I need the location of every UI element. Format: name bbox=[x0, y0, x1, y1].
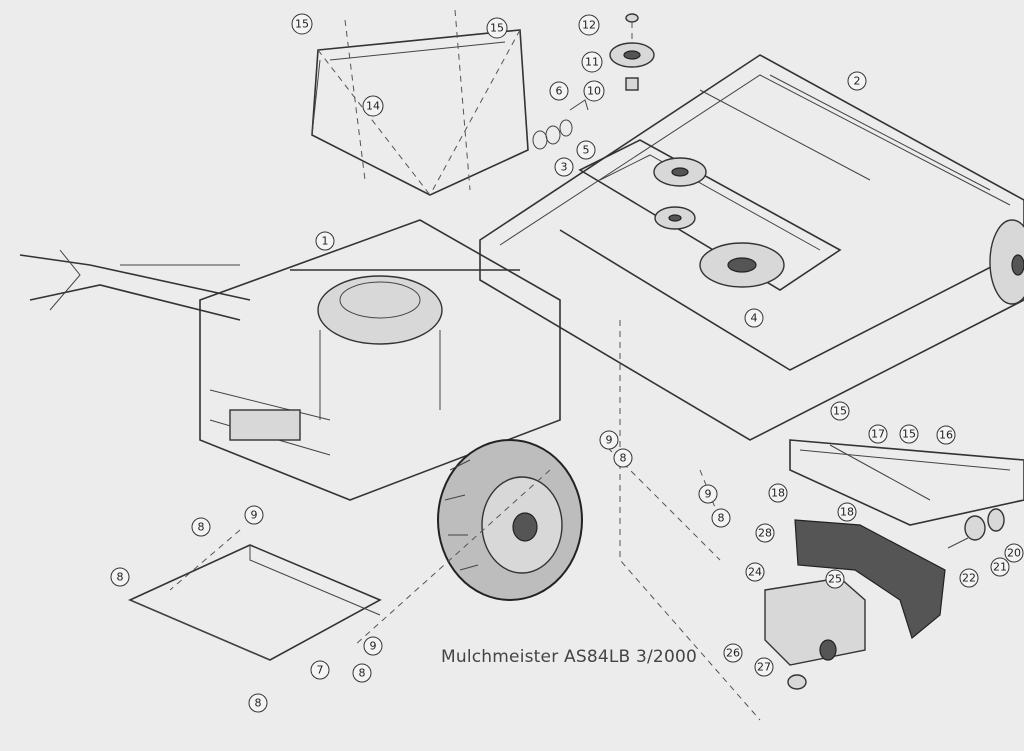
svg-text:5: 5 bbox=[583, 144, 590, 157]
svg-text:28: 28 bbox=[758, 527, 772, 540]
drive-wheel bbox=[437, 439, 583, 601]
svg-text:4: 4 bbox=[751, 312, 758, 325]
svg-text:1: 1 bbox=[322, 235, 329, 248]
muffler bbox=[764, 577, 866, 690]
bottom-plate bbox=[128, 544, 382, 661]
callout-8-plate-bottom: 8 bbox=[248, 693, 268, 713]
svg-text:22: 22 bbox=[962, 572, 976, 585]
callout-27: 27 bbox=[754, 657, 774, 677]
cover-panel bbox=[311, 9, 529, 196]
svg-text:6: 6 bbox=[556, 85, 563, 98]
callout-8-plate-right: 8 bbox=[352, 663, 372, 683]
svg-text:9: 9 bbox=[370, 640, 377, 653]
callout-2: 2 bbox=[847, 71, 867, 91]
callout-25: 25 bbox=[825, 569, 845, 589]
callout-22: 22 bbox=[959, 568, 979, 588]
right-hardware bbox=[947, 508, 1005, 549]
svg-text:9: 9 bbox=[251, 509, 258, 522]
svg-text:14: 14 bbox=[366, 100, 380, 113]
svg-text:15: 15 bbox=[833, 405, 847, 418]
diagram-caption: Mulchmeister AS84LB 3/2000 bbox=[441, 647, 697, 667]
callout-15-side-a: 15 bbox=[830, 401, 850, 421]
svg-text:8: 8 bbox=[198, 521, 205, 534]
svg-text:8: 8 bbox=[117, 571, 124, 584]
callout-3: 3 bbox=[554, 157, 574, 177]
svg-text:12: 12 bbox=[582, 19, 596, 32]
callout-24: 24 bbox=[745, 562, 765, 582]
svg-text:15: 15 bbox=[295, 18, 309, 31]
svg-text:8: 8 bbox=[718, 512, 725, 525]
svg-text:11: 11 bbox=[585, 56, 599, 69]
callout-14: 14 bbox=[362, 95, 384, 117]
svg-text:9: 9 bbox=[606, 434, 613, 447]
svg-text:7: 7 bbox=[317, 664, 324, 677]
deck-roller bbox=[989, 219, 1024, 305]
callout-28: 28 bbox=[755, 523, 775, 543]
callout-20: 20 bbox=[1004, 543, 1024, 563]
svg-text:2: 2 bbox=[854, 75, 861, 88]
callout-12: 12 bbox=[578, 14, 600, 36]
callout-15-side-b: 15 bbox=[899, 424, 919, 444]
svg-text:26: 26 bbox=[726, 647, 740, 660]
callout-5: 5 bbox=[576, 140, 596, 160]
callout-18-b: 18 bbox=[837, 502, 857, 522]
callout-8-plate-left: 8 bbox=[110, 567, 130, 587]
svg-text:16: 16 bbox=[939, 429, 953, 442]
callout-9-plate-top: 9 bbox=[244, 505, 264, 525]
callout-6: 6 bbox=[549, 81, 569, 101]
svg-text:15: 15 bbox=[490, 22, 504, 35]
mower-deck bbox=[479, 54, 1024, 441]
deck-pulleys bbox=[653, 157, 785, 288]
svg-text:17: 17 bbox=[871, 428, 885, 441]
callout-1: 1 bbox=[315, 231, 335, 251]
callout-17: 17 bbox=[868, 424, 888, 444]
callout-9-plate-right: 9 bbox=[363, 636, 383, 656]
callout-9-right: 9 bbox=[698, 484, 718, 504]
svg-text:18: 18 bbox=[840, 506, 854, 519]
callout-10: 10 bbox=[583, 80, 605, 102]
engine-body bbox=[199, 219, 561, 501]
pulley-assembly bbox=[609, 13, 655, 91]
svg-text:20: 20 bbox=[1007, 547, 1021, 560]
callout-15-top-right: 15 bbox=[486, 17, 508, 39]
callout-7: 7 bbox=[310, 660, 330, 680]
svg-text:8: 8 bbox=[620, 452, 627, 465]
callout-18-a: 18 bbox=[768, 483, 788, 503]
callout-8-plate-top: 8 bbox=[191, 517, 211, 537]
callout-8-right: 8 bbox=[711, 508, 731, 528]
svg-text:21: 21 bbox=[993, 561, 1007, 574]
callout-15-top-left: 15 bbox=[291, 13, 313, 35]
callout-8-center: 8 bbox=[613, 448, 633, 468]
svg-text:24: 24 bbox=[748, 566, 762, 579]
svg-text:25: 25 bbox=[828, 573, 842, 586]
svg-text:27: 27 bbox=[757, 661, 771, 674]
callout-26: 26 bbox=[723, 643, 743, 663]
svg-text:10: 10 bbox=[587, 85, 601, 98]
callout-16: 16 bbox=[936, 425, 956, 445]
callout-labels: 15 15 14 12 11 10 6 5 3 2 1 4 9 8 9 8 8 … bbox=[110, 13, 1024, 713]
callout-21: 21 bbox=[990, 557, 1010, 577]
svg-text:15: 15 bbox=[902, 428, 916, 441]
svg-text:3: 3 bbox=[561, 161, 568, 174]
svg-text:18: 18 bbox=[771, 487, 785, 500]
guard-flap bbox=[794, 519, 946, 640]
svg-text:9: 9 bbox=[705, 488, 712, 501]
handlebar bbox=[19, 249, 251, 321]
svg-text:8: 8 bbox=[255, 697, 262, 710]
svg-text:8: 8 bbox=[359, 667, 366, 680]
side-frame bbox=[789, 439, 1024, 526]
callout-9-center: 9 bbox=[599, 430, 619, 450]
callout-11: 11 bbox=[581, 51, 603, 73]
callout-4: 4 bbox=[744, 308, 764, 328]
small-hardware bbox=[532, 99, 589, 150]
